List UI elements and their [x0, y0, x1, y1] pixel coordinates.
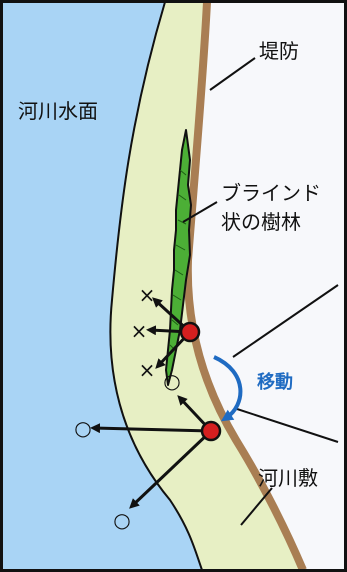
forest-label-line1: ブラインド — [221, 181, 321, 205]
blind-forest — [165, 129, 192, 386]
floodplain-label: 河川敷 — [258, 466, 318, 490]
forest-leader — [182, 201, 218, 223]
movement-label: 移動 — [257, 371, 293, 393]
forest-label-line2: 状の樹林 — [221, 210, 301, 234]
blocked-mark-3: × — [139, 358, 156, 382]
levee-label: 堤防 — [259, 39, 299, 63]
open-sightline-lower — [129, 429, 213, 509]
blocked-mark-2: × — [131, 319, 148, 343]
observer-before — [179, 321, 201, 343]
open-mark-lower: ○ — [113, 508, 130, 532]
observer-leader-upper — [232, 284, 339, 358]
observer-after — [200, 420, 222, 442]
open-mark-forest: ○ — [163, 369, 180, 393]
open-mark-left: ○ — [74, 416, 91, 440]
floodplain-leader — [240, 487, 273, 526]
levee-leader — [209, 57, 256, 91]
blocked-mark-1: × — [139, 283, 156, 307]
water-surface-label: 河川水面 — [18, 99, 98, 123]
movement-arrow — [213, 355, 243, 422]
open-sightline-left — [90, 423, 212, 434]
observer-leader-lower — [233, 407, 339, 443]
river-water — [2, 2, 202, 570]
